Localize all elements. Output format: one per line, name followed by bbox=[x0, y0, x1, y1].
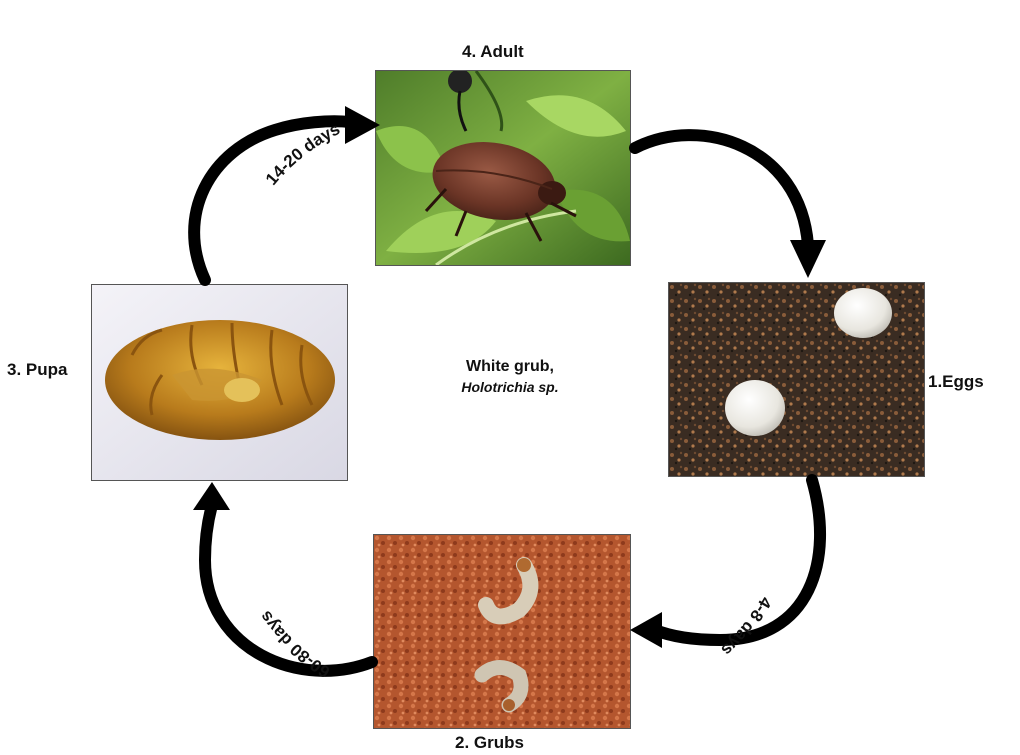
species-common-name: White grub, bbox=[380, 358, 640, 376]
center-title: White grub, Holotrichia sp. bbox=[380, 358, 640, 395]
stage-label-pupa: 3. Pupa bbox=[7, 360, 67, 380]
stage-label-eggs: 1.Eggs bbox=[928, 372, 984, 392]
stage-label-grubs: 2. Grubs bbox=[455, 733, 524, 753]
arrow-adult-to-eggs bbox=[635, 135, 826, 278]
arrow-eggs-to-grubs bbox=[630, 480, 820, 648]
arrow-pupa-to-adult bbox=[194, 106, 380, 280]
stage-label-adult: 4. Adult bbox=[462, 42, 524, 62]
species-scientific-name: Holotrichia sp. bbox=[380, 379, 640, 395]
